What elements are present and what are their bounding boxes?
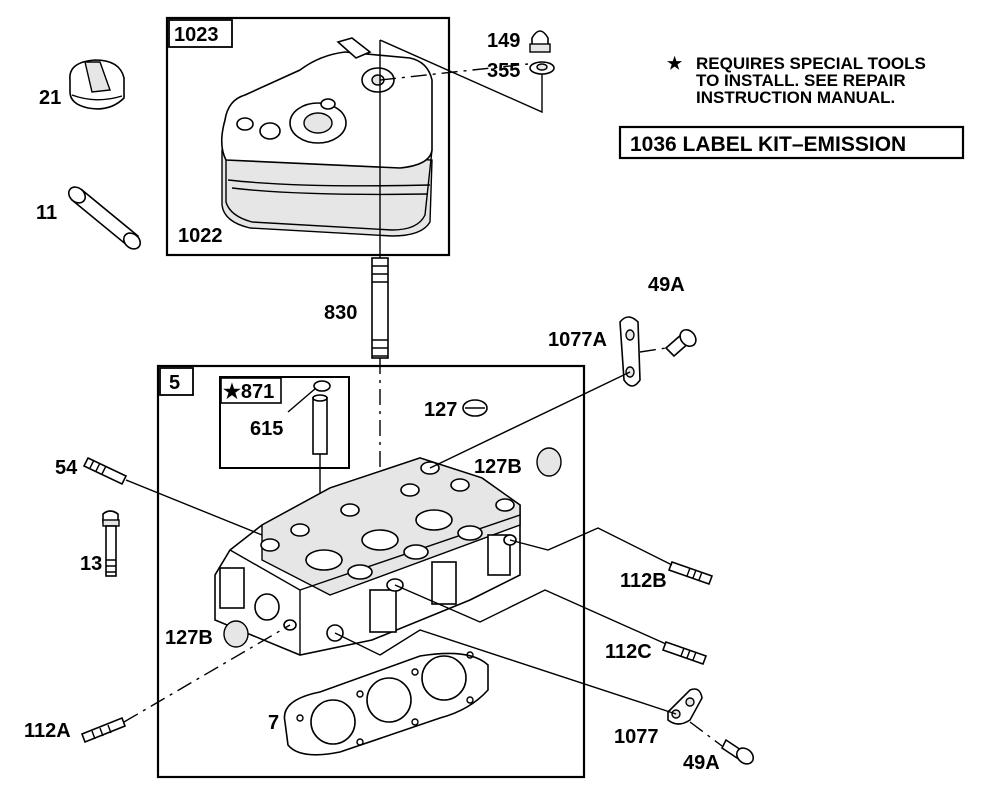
stud-112b <box>667 560 714 586</box>
valve-cover-tag-frame <box>168 19 233 48</box>
label-1077a: 1077A <box>548 329 607 351</box>
label-127b-right: 127B <box>474 456 522 478</box>
label-1077: 1077 <box>614 726 659 748</box>
cylinder-head-tag-frame <box>159 367 194 396</box>
leader-49a-bottom <box>689 721 723 747</box>
label-355: 355 <box>487 60 520 82</box>
bracket-1077 <box>667 688 703 725</box>
leader-112a <box>123 624 291 723</box>
label-54: 54 <box>55 457 78 479</box>
label-112a: 112A <box>24 720 71 742</box>
label-49a-bottom: 49A <box>683 752 720 774</box>
plug-127b-right <box>536 447 562 477</box>
stud-830 <box>371 257 389 359</box>
oil-cap-21 <box>69 59 125 110</box>
plug-127 <box>462 399 488 417</box>
stud-112a <box>80 716 127 744</box>
label-kit-frame <box>618 125 965 160</box>
label-1022: 1022 <box>178 225 223 247</box>
label-kit-box: 1036 LABEL KIT–EMISSION <box>618 125 965 160</box>
tube-11 <box>67 186 142 250</box>
bolt-49a-top <box>664 328 697 358</box>
cylinder-head-group: 5 ★871 615 127 127B <box>156 364 586 779</box>
cylinder-head-tag: 5 <box>169 372 180 394</box>
valve-cover-group: 1023 1022 <box>165 16 451 257</box>
valve-cover-frame <box>165 16 451 257</box>
bolt-49a-bottom <box>720 738 755 765</box>
label-kit-text: 1036 LABEL KIT–EMISSION <box>630 133 906 156</box>
label-49a-top: 49A <box>648 274 685 296</box>
label-21: 21 <box>39 87 61 109</box>
label-615: 615 <box>250 418 283 440</box>
valve-cover-tag: 1023 <box>174 24 219 46</box>
label-127: 127 <box>424 399 457 421</box>
leader-54 <box>125 479 263 536</box>
label-112b: 112B <box>620 570 667 592</box>
leader-149-dash <box>379 63 529 81</box>
label-112c: 112C <box>605 641 652 663</box>
stud-112c <box>661 640 708 666</box>
star-icon: ★ <box>667 54 683 73</box>
cylinder-head-frame <box>156 364 586 779</box>
bolt-13 <box>102 510 120 577</box>
label-11: 11 <box>36 202 57 224</box>
note-line-1: REQUIRES SPECIAL TOOLS <box>696 54 926 73</box>
leader-1077 <box>334 629 677 715</box>
label-7: 7 <box>268 712 279 734</box>
leader-112b <box>509 527 673 566</box>
label-13: 13 <box>80 553 102 575</box>
cylinder-head-part <box>214 457 521 656</box>
leader-49a-top <box>639 347 667 353</box>
label-127b-left: 127B <box>165 627 213 649</box>
plug-127b-left <box>223 620 249 648</box>
acorn-nut-149 <box>529 30 551 53</box>
special-tools-note: ★ REQUIRES SPECIAL TOOLS TO INSTALL. SEE… <box>667 54 926 107</box>
valve-cover-part <box>220 37 433 237</box>
leader-1077a <box>429 371 631 469</box>
leader-355 <box>379 39 543 114</box>
label-830: 830 <box>324 302 357 324</box>
bracket-1077a <box>619 316 641 387</box>
valve-kit-tag-frame <box>220 377 282 404</box>
label-149: 149 <box>487 30 520 52</box>
valve-kit-tag: ★871 <box>223 381 274 403</box>
head-gasket-7 <box>283 651 489 756</box>
washer-355 <box>529 61 555 75</box>
leader-112c <box>394 584 667 645</box>
stud-54 <box>82 456 128 486</box>
note-line-2: TO INSTALL. SEE REPAIR <box>696 71 906 90</box>
note-line-3: INSTRUCTION MANUAL. <box>696 88 895 107</box>
